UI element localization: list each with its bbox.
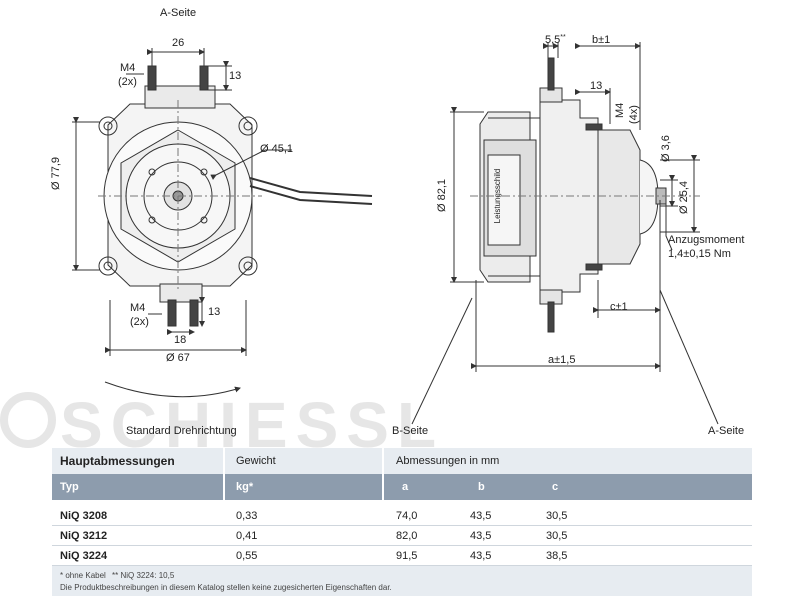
a-side-label: A-Seite — [708, 425, 745, 437]
dia-82-1-label: Ø 82,1 — [436, 178, 448, 212]
thread-label-side: M4 — [614, 102, 626, 118]
dim-18: 18 — [174, 334, 187, 346]
dia-45-label: Ø 45,1 — [260, 143, 294, 155]
thread-label-top: M4 — [120, 62, 136, 74]
table-row: NiQ 3208 0,33 74,0 43,5 30,5 — [52, 506, 752, 526]
rotation-direction-label: Standard Drehrichtung — [126, 425, 237, 437]
dia-67-label: Ø 67 — [166, 352, 190, 364]
torque-label: Anzugsmoment — [668, 234, 745, 246]
front-view-title: A-Seite — [160, 7, 197, 19]
dim-26: 26 — [172, 37, 185, 49]
disclaimer: Die Produktbeschreibungen in diesem Kata… — [60, 583, 392, 592]
dim-a: a±1,5 — [548, 354, 576, 366]
footnote-variant: ** NiQ 3224: 10,5 — [112, 571, 175, 580]
thread-count-bottom: (2x) — [130, 316, 149, 328]
dimensions-table: Hauptabmessungen Gewicht Abmessungen in … — [52, 448, 752, 596]
dia-77-label: Ø 77,9 — [50, 156, 62, 190]
dim-13-top: 13 — [229, 70, 242, 82]
dim-b: b±1 — [592, 34, 611, 46]
dim-c: c±1 — [610, 301, 628, 313]
col-a: a — [402, 481, 409, 493]
torque-value: 1,4±0,15 Nm — [668, 248, 731, 260]
table-row: NiQ 3212 0,41 82,0 43,5 30,5 — [52, 526, 752, 546]
thread-count-side: (4x) — [628, 105, 640, 124]
thread-count-top: (2x) — [118, 76, 137, 88]
col-c: c — [552, 481, 559, 493]
col-kg: kg* — [236, 481, 254, 493]
technical-drawing: Leistungsschild — [72, 42, 719, 425]
dia-3-6-label: Ø 3,6 — [660, 135, 672, 162]
table-row: NiQ 3224 0,55 91,5 43,5 38,5 — [52, 546, 752, 566]
b-side-label: B-Seite — [392, 425, 429, 437]
table-title: Hauptabmessungen — [60, 454, 175, 468]
table-header-top: Hauptabmessungen Gewicht Abmessungen in … — [52, 448, 752, 474]
footnote-weight: * ohne Kabel — [60, 571, 106, 580]
weight-header: Gewicht — [236, 455, 276, 467]
side-view-motor — [479, 57, 667, 333]
rating-plate-label: Leistungsschild — [493, 169, 502, 224]
front-view-motor — [98, 65, 373, 327]
watermark-logo-icon — [0, 392, 56, 448]
dimensions-header: Abmessungen in mm — [396, 455, 500, 467]
table-footnotes: * ohne Kabel ** NiQ 3224: 10,5 Die Produ… — [52, 566, 752, 596]
col-b: b — [478, 481, 485, 493]
col-typ: Typ — [60, 481, 79, 493]
dim-5-5: 5,5** — [545, 34, 566, 46]
dia-25-4-label: Ø 25,4 — [678, 180, 690, 214]
dim-13-side: 13 — [590, 80, 603, 92]
thread-label-bottom: M4 — [130, 302, 146, 314]
table-header-columns: Typ kg* a b c — [52, 474, 752, 500]
dim-13-bottom: 13 — [208, 306, 221, 318]
